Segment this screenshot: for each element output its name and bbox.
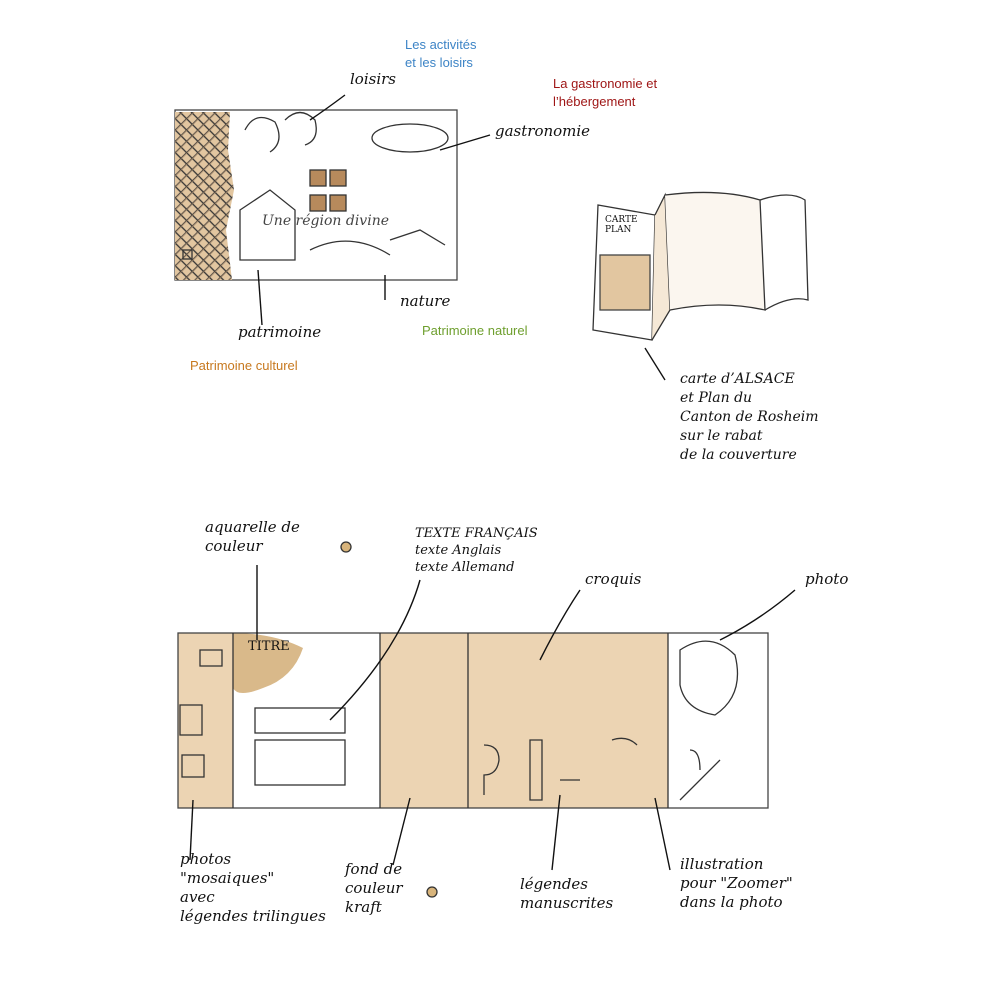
book-sketch	[592, 191, 809, 341]
label-gastronomie: gastronomie	[495, 122, 591, 140]
category-activities: Les activités et les loisirs	[405, 37, 477, 70]
color-swatch-kraft	[426, 886, 438, 898]
label-nature: nature	[400, 292, 451, 310]
label-patrimoine: patrimoine	[238, 323, 322, 341]
leisure-drawing	[244, 111, 317, 153]
label-photos-mosaiques: photos "mosaiques" avec légendes triling…	[180, 850, 326, 925]
color-swatch-watercolor	[340, 541, 352, 553]
label-illustration: illustration pour "Zoomer" dans la photo	[680, 855, 793, 911]
cover-title: Une région divine	[262, 213, 389, 229]
label-photo: photo	[805, 570, 849, 588]
kraft-strip	[175, 112, 234, 280]
category-gastronomy: La gastronomie et l’hébergement	[553, 76, 658, 109]
category-cultural-heritage: Patrimoine culturel	[190, 358, 298, 373]
label-legendes: légendes manuscrites	[520, 875, 614, 912]
cover-sketch	[174, 109, 458, 281]
flap-text: CARTE PLAN	[605, 215, 638, 235]
label-loisirs: loisirs	[350, 70, 396, 88]
annotation-arrows	[189, 94, 796, 871]
spread-sketch	[177, 632, 769, 809]
label-texte: TEXTE FRANÇAIS texte Anglais texte Allem…	[415, 526, 538, 575]
spread-title: TITRE	[248, 639, 290, 654]
label-croquis: croquis	[585, 570, 642, 588]
gastronomy-drawing	[371, 123, 449, 153]
category-natural-heritage: Patrimoine naturel	[422, 323, 528, 338]
watercolor-blot	[233, 633, 303, 693]
label-fond-kraft: fond de couleur kraft	[345, 860, 403, 916]
window-logo	[309, 169, 347, 212]
heritage-drawing	[239, 189, 446, 261]
label-aquarelle: aquarelle de couleur	[205, 518, 300, 555]
book-annotation: carte d’ALSACE et Plan du Canton de Rosh…	[680, 371, 819, 463]
